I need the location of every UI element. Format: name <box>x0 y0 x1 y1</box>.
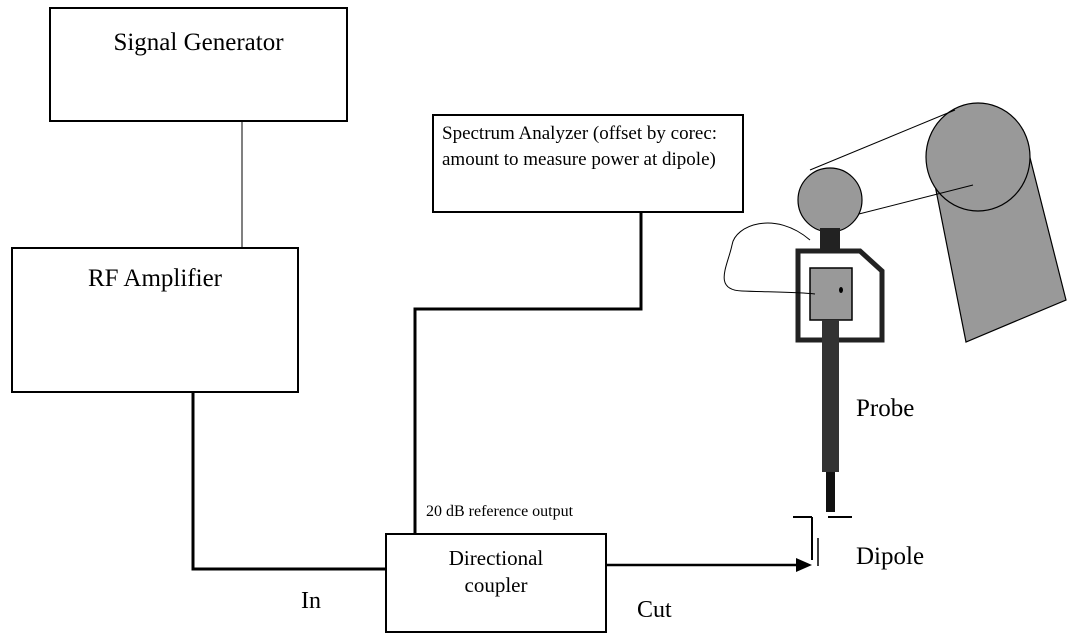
coupler-to-analyzer-line <box>413 213 643 533</box>
robot-positioner <box>723 102 1067 512</box>
signal-generator-box: Signal Generator <box>49 7 348 122</box>
probe-tip <box>826 472 835 512</box>
probe-label: Probe <box>856 395 915 422</box>
signal-generator-label: Signal Generator <box>113 29 284 56</box>
directional-coupler-line1: Directional <box>448 546 544 570</box>
probe-mount <box>820 228 840 252</box>
probe-holder-dot <box>839 287 843 293</box>
probe-shaft <box>822 320 839 472</box>
dipole-antenna <box>793 516 852 566</box>
spectrum-analyzer-box: Spectrum Analyzer (offset by corec: amou… <box>432 114 744 213</box>
robot-link-top <box>809 109 956 171</box>
dipole-label: Dipole <box>856 543 925 570</box>
robot-wrist-joint <box>797 167 863 233</box>
reference-output-label: 20 dB reference output <box>426 503 574 520</box>
rf-amplifier-box: RF Amplifier <box>11 247 299 393</box>
directional-coupler-box: Directional coupler <box>385 533 607 633</box>
robot-link-bottom <box>850 184 974 217</box>
robot-shoulder-joint <box>925 102 1031 212</box>
probe-holder-block <box>809 267 853 321</box>
spectrum-analyzer-label: Spectrum Analyzer (offset by corec: amou… <box>442 123 718 170</box>
rf-amplifier-label: RF Amplifier <box>87 265 223 292</box>
arrowhead <box>796 558 812 572</box>
directional-coupler-label: Directional coupler <box>387 545 605 599</box>
in-label: In <box>301 588 321 614</box>
out-label: Cut <box>637 597 672 623</box>
directional-coupler-line2: coupler <box>464 573 528 597</box>
amp-to-coupler-line <box>191 393 385 571</box>
probe-cable <box>723 222 816 295</box>
